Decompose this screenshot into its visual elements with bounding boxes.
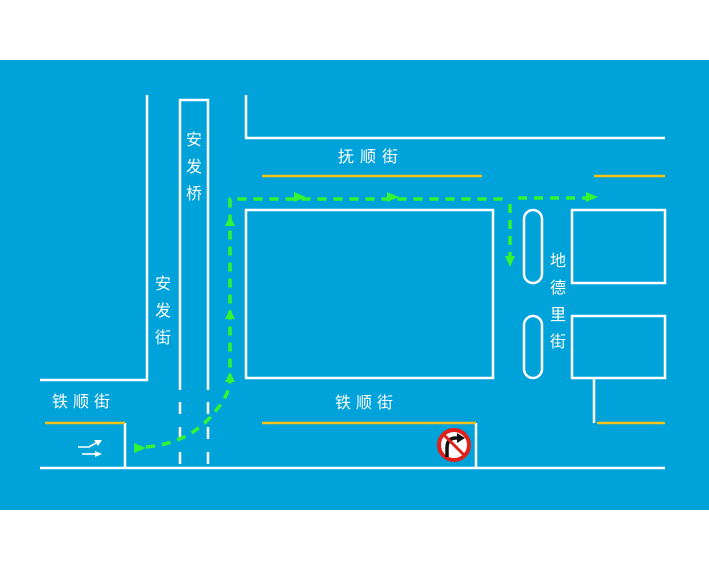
east-block-north (570, 208, 667, 285)
route-arrow-icon (387, 192, 399, 202)
label-anfa-street: 安发街 (155, 274, 172, 347)
sign-turn-arrow-head (457, 433, 465, 443)
label-tieshun-street-center: 铁顺街 (335, 393, 399, 412)
fushun-street-north-edge (244, 95, 665, 140)
lane-arrow-lower-head (95, 451, 102, 457)
dideli-median-south (522, 314, 544, 380)
route-arrow-icon (586, 192, 598, 202)
lane-arrows-icon (78, 440, 102, 457)
route-arrow-icon (134, 443, 146, 453)
label-fushun-street: 抚顺街 (338, 147, 405, 166)
route-main-path (145, 197, 507, 449)
central-block (244, 208, 495, 380)
map-background (0, 60, 709, 510)
route-arrow-icon (225, 372, 235, 382)
route-arrow-icon (505, 256, 515, 267)
route-arrow-icon (225, 309, 235, 319)
no-turn-sign-icon (437, 428, 471, 462)
route-arrow-icon (225, 216, 235, 226)
route-arrow-icon (294, 192, 306, 202)
lane-arrow-upper (78, 442, 97, 448)
label-tieshun-street-west: 铁顺街 (52, 392, 116, 411)
label-dideli-street: 地德里街 (550, 251, 567, 351)
east-block-south (570, 314, 667, 380)
anfa-bridge-outline (178, 98, 210, 390)
label-anfa-bridge: 安发桥 (186, 130, 203, 203)
anfa-street-west-edge (40, 95, 149, 382)
dideli-median-north (522, 208, 544, 285)
sign-slash (441, 432, 467, 458)
lane-arrow-upper-head (94, 440, 102, 446)
